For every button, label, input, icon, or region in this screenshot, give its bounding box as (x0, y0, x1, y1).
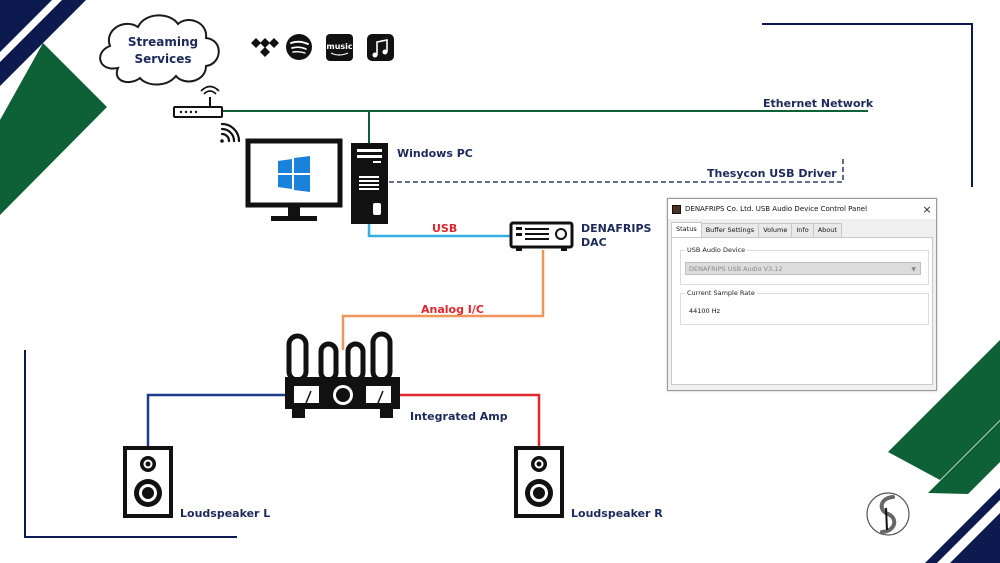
panel-tabs: Status Buffer Settings Volume Info About (668, 219, 936, 237)
integrated-amp-label: Integrated Amp (410, 410, 508, 423)
corner-decoration-bottom-right (888, 340, 1000, 563)
usb-audio-device-group (680, 250, 929, 285)
usb-label: USB (432, 222, 457, 235)
cloud-label-line1: Streaming (128, 35, 198, 49)
router-icon (173, 85, 223, 118)
streaming-services-cloud: Streaming Services (99, 14, 220, 86)
tube-amplifier-icon (285, 331, 400, 418)
corner-decoration-top-left (0, 0, 107, 215)
sample-rate-group (680, 293, 929, 325)
tab-info[interactable]: Info (791, 223, 814, 237)
frame-line-bottom-left (24, 350, 237, 538)
monitor-icon (245, 138, 343, 221)
dac-icon (509, 221, 574, 251)
speaker-cable-right (399, 393, 541, 447)
wifi-icon (220, 122, 241, 143)
dac-label-line2: DAC (581, 236, 607, 249)
windows-logo-icon (278, 156, 310, 192)
amazon-music-icon-text: music (326, 42, 353, 51)
status-tab-content: USB Audio Device DENAFRIPS USB Audio V3.… (671, 237, 933, 385)
usb-audio-device-label: USB Audio Device (685, 246, 748, 254)
close-button[interactable]: × (922, 202, 932, 216)
usb-device-select[interactable]: DENAFRIPS USB Audio V3.12 ▼ (685, 262, 921, 275)
amazon-music-icon: music (326, 34, 353, 61)
tab-buffer-settings[interactable]: Buffer Settings (700, 223, 760, 237)
windows-pc-label: Windows PC (397, 147, 473, 160)
panel-title-bar: DENAFRIPS Co. Ltd. USB Audio Device Cont… (668, 199, 936, 219)
usb-device-select-value: DENAFRIPS USB Audio V3.12 (689, 265, 783, 273)
dac-label-line1: DENAFRIPS (581, 222, 652, 235)
loudspeaker-left-label: Loudspeaker L (180, 507, 270, 520)
cloud-label-line2: Services (134, 52, 191, 66)
tab-about[interactable]: About (812, 223, 842, 237)
analog-cable (341, 250, 545, 350)
sample-rate-label: Current Sample Rate (685, 289, 757, 297)
pc-tower-icon (351, 143, 388, 224)
tab-volume[interactable]: Volume (758, 223, 793, 237)
tidal-icon (251, 38, 279, 57)
usb-driver-label: Thesycon USB Driver (707, 167, 837, 180)
ethernet-network-label: Ethernet Network (763, 97, 874, 110)
usb-control-panel-window: DENAFRIPS Co. Ltd. USB Audio Device Cont… (667, 198, 937, 391)
tab-status[interactable]: Status (671, 222, 702, 237)
apple-music-icon (367, 34, 394, 61)
analog-interconnect-label: Analog I/C (421, 303, 484, 316)
spotify-icon (286, 34, 312, 60)
panel-title: DENAFRIPS Co. Ltd. USB Audio Device Cont… (685, 205, 868, 213)
app-icon (672, 204, 681, 214)
sample-rate-value: 44100 Hz (689, 307, 721, 315)
frame-line-top-right (762, 23, 973, 187)
speaker-cable-left (146, 393, 287, 447)
chevron-down-icon: ▼ (911, 266, 916, 273)
loudspeaker-right-label: Loudspeaker R (571, 507, 663, 520)
usb-cable (367, 224, 512, 238)
speaker-left-icon (123, 446, 173, 518)
speaker-right-icon (514, 446, 564, 518)
brand-logo-icon (866, 492, 910, 536)
